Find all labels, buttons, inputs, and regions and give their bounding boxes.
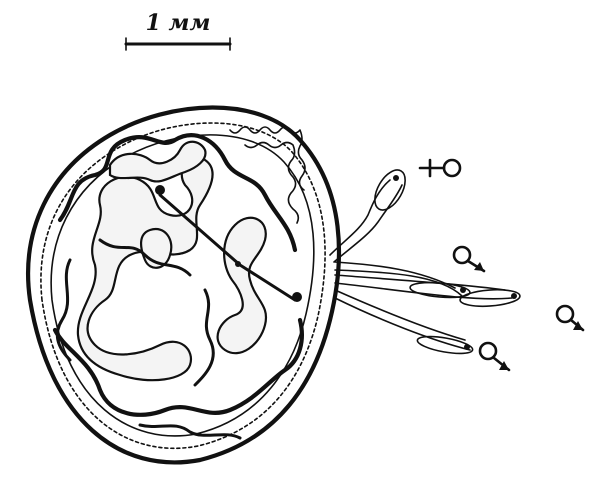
male-pouch-2-dot [511,293,517,299]
male-pouch-1-dot [460,287,466,293]
male-symbol-1 [454,247,484,271]
scale-bar: 1 мм [126,10,230,50]
tube-main [78,157,213,380]
female-symbol-circle [444,160,460,176]
node-dark-2 [292,292,302,302]
female-pouch-dot [393,175,399,181]
male-symbol-3-circle [480,343,496,359]
duct-male-1 [335,262,455,288]
scale-bar-label: 1 мм [146,10,211,36]
female-pouch [369,165,412,215]
cord-4 [195,290,213,385]
node-dark-3 [235,261,241,267]
node-dark-1 [155,185,165,195]
male-symbol-3 [480,343,509,370]
duct-male-6 [335,298,470,350]
tube-right [218,218,266,353]
duct-female-2 [334,185,402,262]
cord-7 [140,425,240,438]
male-symbol-2 [557,306,583,330]
genital-ducts [330,165,520,357]
female-symbol [420,160,460,176]
male-pouch-3-dot [464,344,470,350]
stippled-tubes [78,142,266,380]
